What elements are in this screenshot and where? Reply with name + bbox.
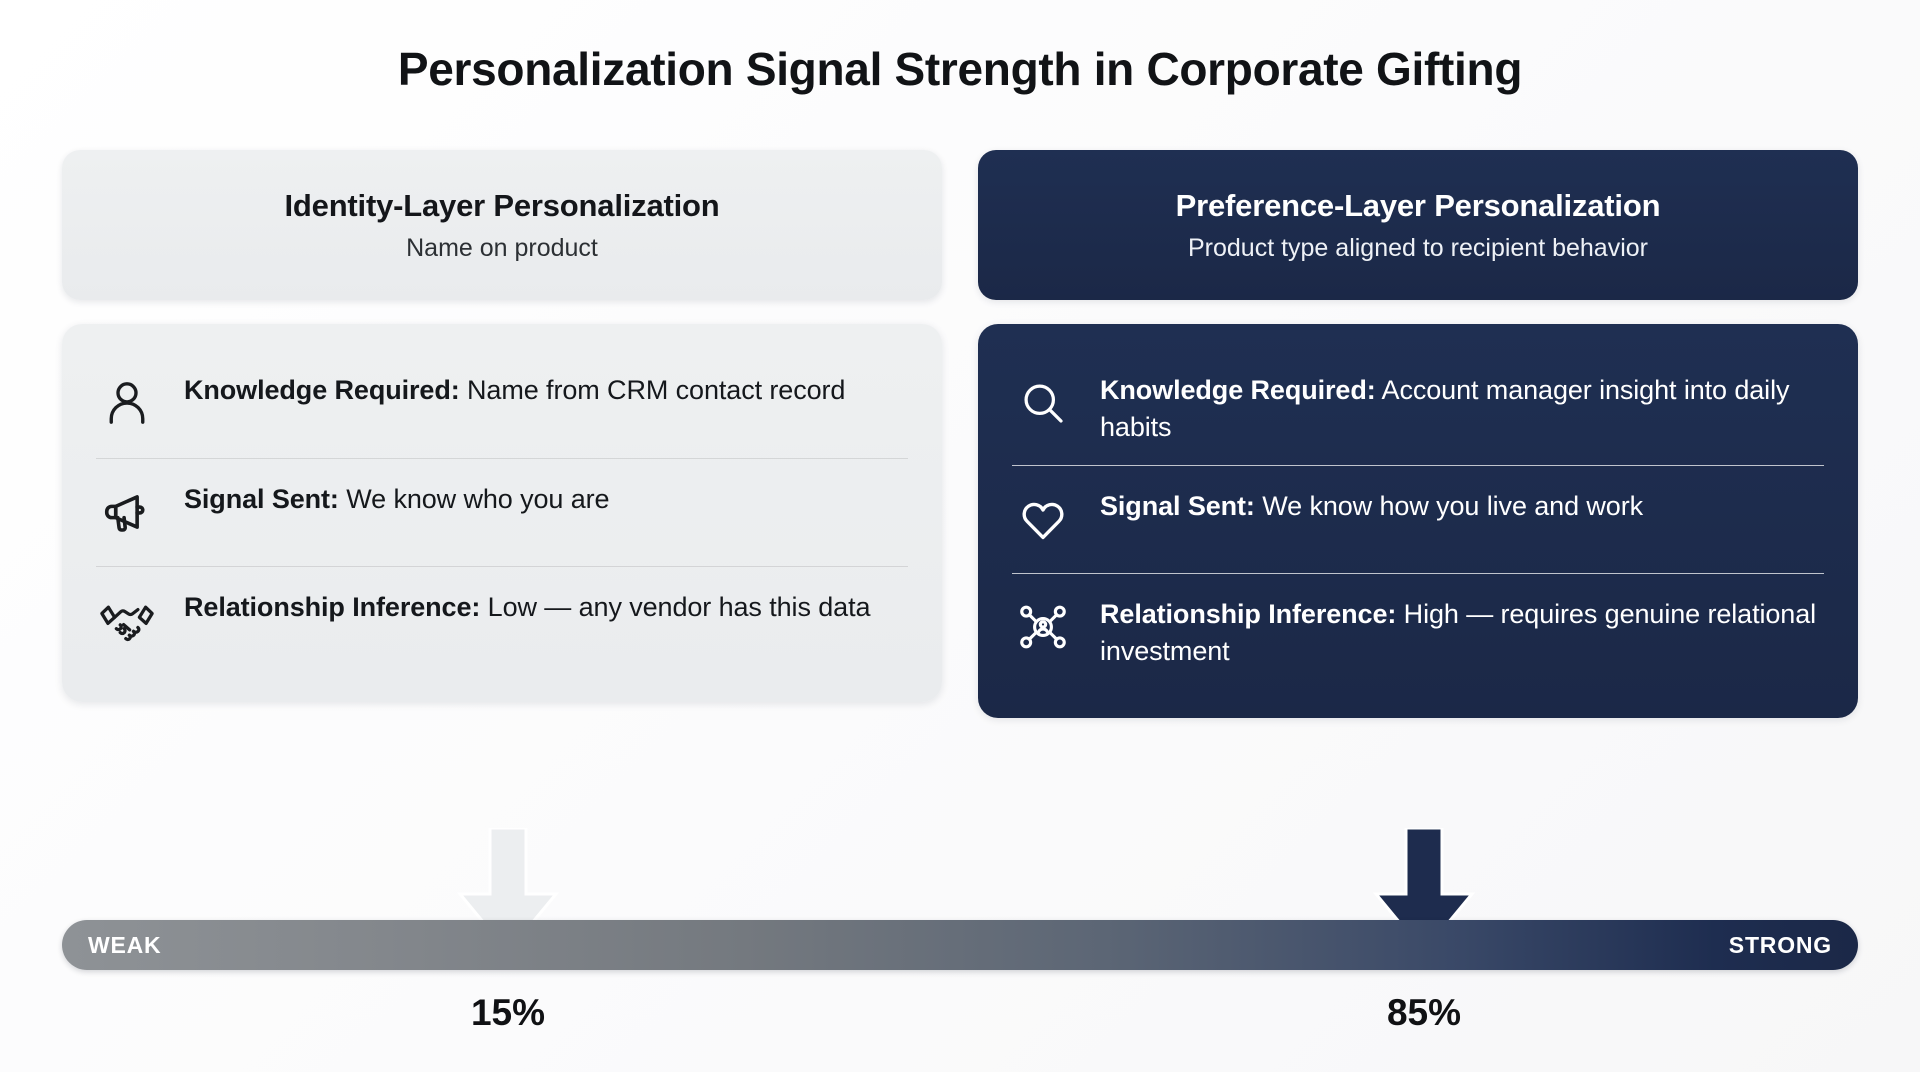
magnifier-icon (1012, 372, 1074, 434)
detail-row-value: We know how you live and work (1262, 491, 1644, 522)
detail-row: Knowledge Required: Name from CRM contac… (96, 350, 908, 458)
megaphone-icon (96, 481, 158, 543)
detail-row-label: Knowledge Required: (1100, 375, 1376, 405)
header-subtitle-identity-layer: Name on product (406, 233, 598, 262)
scale-label-weak: WEAK (88, 931, 162, 958)
detail-card-preference-layer: Knowledge Required: Account manager insi… (978, 324, 1858, 718)
detail-row-text: Knowledge Required: Account manager insi… (1100, 370, 1824, 445)
detail-row: Knowledge Required: Account manager insi… (1012, 350, 1824, 465)
detail-card-identity-layer: Knowledge Required: Name from CRM contac… (62, 324, 942, 702)
network-person-icon (1012, 596, 1074, 658)
header-card-identity-layer: Identity-Layer Personalization Name on p… (62, 150, 942, 300)
detail-row: Signal Sent: We know how you live and wo… (1012, 465, 1824, 573)
header-title-identity-layer: Identity-Layer Personalization (284, 187, 720, 223)
person-icon (96, 372, 158, 434)
detail-row-label: Relationship Inference: (1100, 599, 1397, 630)
percent-identity-layer: 15% (470, 992, 546, 1033)
percent-preference-layer: 85% (1386, 992, 1462, 1033)
detail-row: Relationship Inference: Low — any vendor… (96, 566, 908, 674)
detail-row-text: Knowledge Required: Name from CRM contac… (184, 370, 845, 409)
detail-row-text: Relationship Inference: High — requires … (1100, 594, 1824, 669)
heart-icon (1012, 488, 1074, 550)
header-card-preference-layer: Preference-Layer Personalization Product… (978, 150, 1858, 300)
column-identity-layer: Identity-Layer Personalization Name on p… (62, 150, 942, 702)
detail-row-value: High — requires genuine relational inves… (1100, 599, 1817, 667)
detail-row-text: Signal Sent: We know how you live and wo… (1100, 486, 1643, 525)
page-title: Personalization Signal Strength in Corpo… (397, 43, 1523, 95)
detail-row-value: Low — any vendor has this data (487, 592, 871, 622)
detail-row-label: Signal Sent: (184, 484, 339, 514)
column-preference-layer: Preference-Layer Personalization Product… (978, 150, 1858, 718)
detail-row: Relationship Inference: High — requires … (1012, 573, 1824, 689)
detail-row-label: Relationship Inference: (184, 592, 481, 622)
signal-strength-scale: WEAK STRONG (62, 920, 1858, 970)
detail-row-value: Account manager insight into daily habit… (1100, 375, 1790, 442)
detail-row-value: Name from CRM contact record (467, 375, 846, 405)
detail-row-label: Knowledge Required: (184, 375, 460, 405)
detail-row: Signal Sent: We know who you are (96, 458, 908, 566)
detail-row-label: Signal Sent: (1100, 491, 1255, 522)
handshake-icon (96, 589, 158, 651)
scale-label-strong: STRONG (1728, 931, 1832, 958)
detail-row-text: Relationship Inference: Low — any vendor… (184, 587, 871, 626)
header-title-preference-layer: Preference-Layer Personalization (1175, 187, 1661, 223)
header-subtitle-preference-layer: Product type aligned to recipient behavi… (1187, 233, 1648, 262)
detail-row-text: Signal Sent: We know who you are (184, 479, 610, 518)
detail-row-value: We know who you are (346, 484, 610, 514)
